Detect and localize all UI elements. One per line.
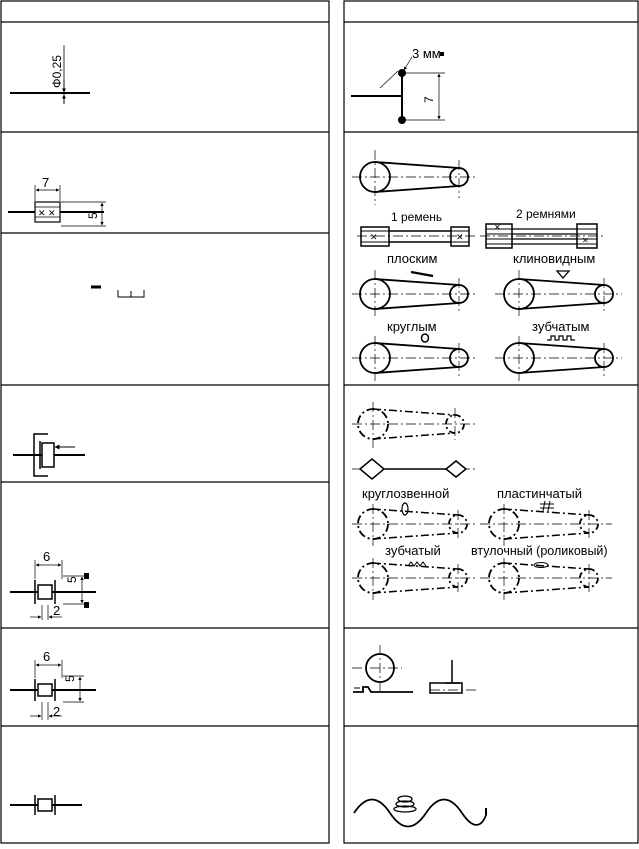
toothed-belt-label: зубчатым — [532, 319, 589, 334]
v-belt-label: клиновидным — [513, 251, 595, 266]
toothed-belt-drive: зубчатым — [495, 319, 622, 381]
sprocket-diamonds — [352, 458, 478, 480]
chain-plate-label: пластинчатый — [497, 486, 582, 501]
chain-drive-general — [352, 402, 478, 448]
coupling-b-symbol: 6 5 2 — [10, 649, 96, 720]
round-belt-drive: круглым — [352, 319, 478, 381]
coupling-a-symbol: 6 5 2 — [10, 549, 96, 620]
svg-text:✕: ✕ — [456, 232, 464, 242]
svg-text:✕ ✕: ✕ ✕ — [38, 208, 56, 218]
bearing-width-label: 7 — [42, 175, 49, 190]
bushing-chain: втулочный (роликовый) — [471, 544, 612, 600]
coupling-a-height-label: 5 — [65, 576, 79, 583]
coupling-b-width-label: 6 — [43, 649, 50, 664]
small-marks — [91, 285, 145, 298]
v-belt-drive: клиновидным — [495, 251, 622, 318]
two-belts-view: 2 ремнями ✕ ✕ — [480, 207, 605, 249]
crank-symbol: 7 3 мм — [351, 46, 445, 124]
belt-drive-top — [352, 150, 478, 205]
chain-bushing-label: втулочный (роликовый) — [471, 544, 608, 558]
coupling-a-width-label: 6 — [43, 549, 50, 564]
shaft-diameter-label: Φ0,25 — [50, 55, 64, 88]
clutch-symbol — [13, 433, 85, 477]
bearing-symbol: ✕ ✕ 7 5 — [8, 175, 106, 227]
coupling-c-symbol — [10, 795, 82, 815]
svg-text:✕: ✕ — [370, 232, 378, 242]
bearing-height-label: 5 — [86, 212, 100, 219]
toothed-chain: зубчатый — [352, 543, 478, 600]
flat-belt-label: плоским — [387, 251, 437, 266]
chain-toothed-label: зубчатый — [385, 543, 441, 558]
wave-spring-symbol — [353, 795, 487, 828]
svg-text:✕: ✕ — [582, 236, 589, 245]
one-belt-label: 1 ремень — [391, 210, 442, 224]
coupling-a-gap-label: 2 — [53, 603, 60, 618]
rack-pinion-symbol — [352, 645, 478, 694]
shaft-symbol: Φ0,25 — [10, 45, 90, 104]
round-belt-label: круглым — [387, 319, 437, 334]
crank-size-label: 3 мм — [412, 46, 441, 61]
coupling-b-gap-label: 2 — [53, 704, 60, 719]
round-link-chain: круглозвенной — [352, 486, 478, 546]
plate-chain: пластинчатый — [480, 486, 612, 546]
one-belt-view: 1 ремень ✕ ✕ — [357, 210, 477, 247]
svg-text:✕: ✕ — [494, 223, 501, 232]
chain-round-link-label: круглозвенной — [362, 486, 449, 501]
coupling-b-height-label: 5 — [63, 675, 77, 682]
crank-height-label: 7 — [422, 96, 436, 103]
two-belts-label: 2 ремнями — [516, 207, 576, 221]
flat-belt-drive: плоским — [352, 251, 478, 318]
